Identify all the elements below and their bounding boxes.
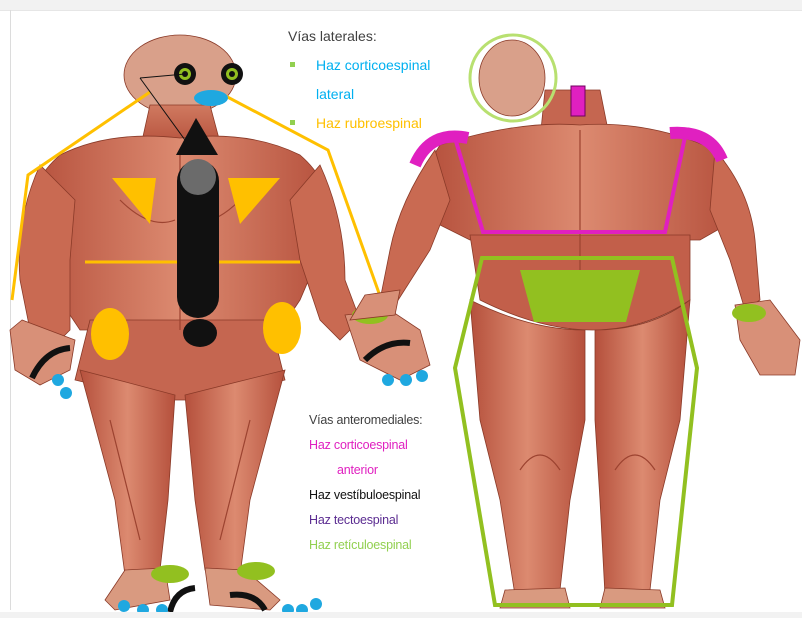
legend-item-reticulospinal: Haz retículoespinal xyxy=(309,533,499,558)
legend-item-vestibulospinal: Haz vestíbuloespinal xyxy=(309,483,499,508)
green-oval-right-ankle xyxy=(237,562,275,580)
anteromedial-pathways-legend: Vías anteromediales: Haz corticoespinal … xyxy=(309,408,499,558)
legend-item-rubrospinal: Haz rubroespinal xyxy=(288,109,468,138)
lateral-legend-heading: Vías laterales: xyxy=(288,22,468,51)
window-bottom-strip xyxy=(0,612,802,618)
orange-oval-left xyxy=(91,308,129,360)
orange-oval-right xyxy=(263,302,301,354)
green-sacral-trapezoid xyxy=(520,270,640,322)
legend-item-tectospinal: Haz tectoespinal xyxy=(309,508,499,533)
column-head xyxy=(180,159,216,195)
legend-item-corticospinal-lateral: Haz corticoespinal xyxy=(288,51,468,80)
legend-item-label: Haz corticoespinal xyxy=(316,51,430,80)
bullet-icon xyxy=(290,109,304,138)
black-arc-left-foot xyxy=(170,588,195,612)
legend-item-label: Haz rubroespinal xyxy=(316,109,422,138)
legend-item-label-continued: anterior xyxy=(309,458,499,483)
green-oval-left-ankle xyxy=(151,565,189,583)
bullet-icon xyxy=(290,51,304,80)
legend-item-label-continued: lateral xyxy=(288,80,468,109)
lateral-pathways-legend: Vías laterales: Haz corticoespinal later… xyxy=(288,22,468,138)
legend-item-corticospinal-anterior: Haz corticoespinal xyxy=(309,433,499,458)
magenta-neck-bar xyxy=(571,86,585,116)
column-base xyxy=(183,319,217,347)
anteromedial-legend-heading: Vías anteromediales: xyxy=(309,408,499,433)
green-oval-back-wrist xyxy=(732,304,766,322)
mouth-marker xyxy=(194,90,228,106)
